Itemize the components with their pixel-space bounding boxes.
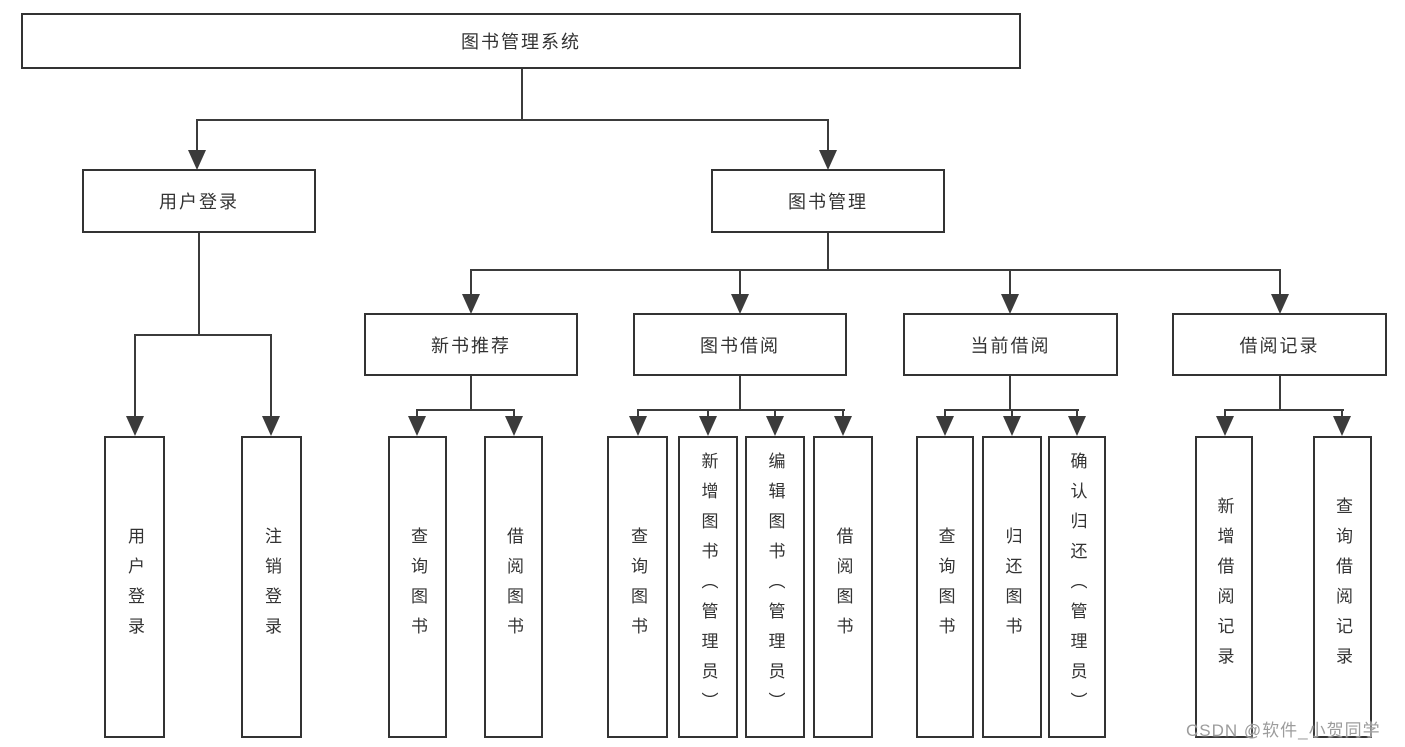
arrow-down-icon	[1216, 416, 1234, 436]
connector-line	[416, 409, 418, 419]
leaf-add-book-admin: 新增图书（管理员）	[678, 436, 738, 738]
arrow-down-icon	[766, 416, 784, 436]
connector-line	[1009, 269, 1011, 296]
leaf-confirm-return-admin: 确认归还（管理员）	[1048, 436, 1106, 738]
connector-line	[1009, 374, 1011, 410]
leaf-logout-label: 注销登录	[262, 527, 281, 647]
connector-line	[1279, 374, 1281, 410]
node-user-login: 用户登录	[82, 169, 316, 233]
leaf-edit-book-admin-label: 编辑图书（管理员）	[765, 452, 785, 722]
leaf-borrow-books-label: 借阅图书	[833, 527, 853, 647]
connector-line	[521, 67, 523, 120]
arrow-down-icon	[699, 416, 717, 436]
arrow-down-icon	[262, 416, 280, 436]
leaf-borrow-books: 借阅图书	[813, 436, 873, 738]
connector-line	[470, 269, 472, 296]
connector-line	[637, 409, 639, 419]
node-book-management: 图书管理	[711, 169, 945, 233]
connector-line	[270, 334, 272, 418]
connector-line	[1341, 409, 1343, 419]
arrow-down-icon	[1271, 294, 1289, 314]
leaf-query-borrow-record-label: 查询借阅记录	[1333, 497, 1352, 677]
arrow-down-icon	[629, 416, 647, 436]
leaf-add-borrow-record: 新增借阅记录	[1195, 436, 1253, 738]
connector-line	[1076, 409, 1078, 419]
leaf-user-login: 用户登录	[104, 436, 165, 738]
connector-line	[707, 409, 709, 419]
leaf-add-borrow-record-label: 新增借阅记录	[1214, 497, 1234, 677]
leaf-return-book-label: 归还图书	[1002, 527, 1022, 647]
connector-line	[196, 119, 198, 151]
node-book-management-label: 图书管理	[788, 192, 868, 212]
arrow-down-icon	[731, 294, 749, 314]
connector-line	[739, 374, 741, 410]
connector-line	[1279, 269, 1281, 296]
node-current-borrow-label: 当前借阅	[970, 335, 1051, 356]
node-root-label: 图书管理系统	[461, 32, 581, 52]
leaf-query-books-recommend: 查询图书	[388, 436, 447, 738]
leaf-user-login-label: 用户登录	[125, 527, 144, 647]
connector-line	[1224, 409, 1344, 411]
connector-line	[842, 409, 844, 419]
node-borrow-records: 借阅记录	[1172, 313, 1387, 376]
leaf-return-book: 归还图书	[982, 436, 1042, 738]
leaf-query-books-borrow-label: 查询图书	[628, 527, 647, 647]
leaf-logout: 注销登录	[241, 436, 302, 738]
arrow-down-icon	[834, 416, 852, 436]
node-book-borrow-label: 图书借阅	[700, 335, 780, 356]
leaf-confirm-return-admin-label: 确认归还（管理员）	[1067, 452, 1087, 722]
leaf-query-books-current-label: 查询图书	[935, 527, 955, 647]
arrow-down-icon	[1001, 294, 1019, 314]
leaf-query-books-current: 查询图书	[916, 436, 974, 738]
connector-line	[513, 409, 515, 419]
connector-line	[1224, 409, 1226, 419]
arrow-down-icon	[1068, 416, 1086, 436]
connector-line	[827, 231, 829, 271]
leaf-add-book-admin-label: 新增图书（管理员）	[698, 452, 718, 722]
connector-line	[827, 119, 829, 151]
connector-line	[637, 409, 845, 411]
arrow-down-icon	[126, 416, 144, 436]
arrow-down-icon	[1333, 416, 1351, 436]
leaf-query-books-borrow: 查询图书	[607, 436, 668, 738]
node-root: 图书管理系统	[21, 13, 1021, 69]
arrow-down-icon	[819, 150, 837, 170]
connector-line	[134, 334, 136, 418]
arrow-down-icon	[408, 416, 426, 436]
leaf-query-books-recommend-label: 查询图书	[408, 527, 427, 647]
node-book-borrow: 图书借阅	[633, 313, 847, 376]
node-borrow-records-label: 借阅记录	[1239, 335, 1320, 356]
arrow-down-icon	[188, 150, 206, 170]
arrow-down-icon	[462, 294, 480, 314]
connector-line	[470, 269, 1281, 271]
connector-line	[944, 409, 946, 419]
connector-line	[198, 231, 200, 335]
leaf-borrow-books-recommend-label: 借阅图书	[504, 527, 523, 647]
node-user-login-label: 用户登录	[159, 192, 239, 212]
node-current-borrow: 当前借阅	[903, 313, 1118, 376]
arrow-down-icon	[505, 416, 523, 436]
leaf-edit-book-admin: 编辑图书（管理员）	[745, 436, 805, 738]
connector-line	[416, 409, 515, 411]
connector-line	[470, 374, 472, 410]
node-new-book-recommend: 新书推荐	[364, 313, 578, 376]
leaf-query-borrow-record: 查询借阅记录	[1313, 436, 1372, 738]
leaf-borrow-books-recommend: 借阅图书	[484, 436, 543, 738]
connector-line	[196, 119, 829, 121]
connector-line	[774, 409, 776, 419]
connector-line	[1011, 409, 1013, 419]
arrow-down-icon	[936, 416, 954, 436]
connector-line	[739, 269, 741, 296]
node-new-book-recommend-label: 新书推荐	[431, 335, 511, 356]
arrow-down-icon	[1003, 416, 1021, 436]
connector-line	[134, 334, 272, 336]
